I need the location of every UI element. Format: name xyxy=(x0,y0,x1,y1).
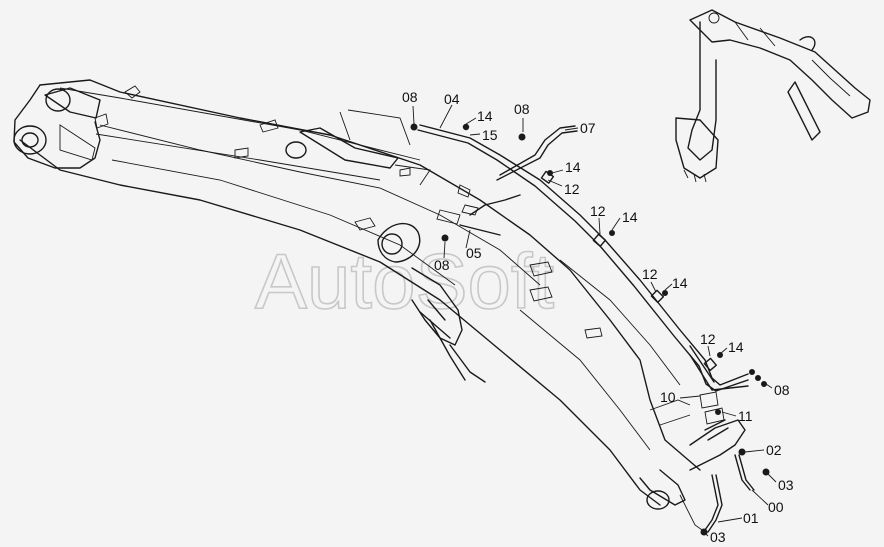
callout-12-b: 12 xyxy=(590,203,606,219)
callout-labels: 08 04 14 15 08 07 14 12 12 14 05 08 12 1… xyxy=(402,89,794,545)
boom-tip xyxy=(639,391,755,533)
callout-08-c: 08 xyxy=(434,257,450,273)
callout-15: 15 xyxy=(482,127,498,143)
callout-12-c: 12 xyxy=(642,266,658,282)
callout-14-b: 14 xyxy=(565,159,581,175)
fittings xyxy=(410,123,770,536)
callout-04: 04 xyxy=(444,91,460,107)
callout-03-b: 03 xyxy=(710,529,726,545)
callout-05: 05 xyxy=(466,245,482,261)
callout-12-a: 12 xyxy=(564,181,580,197)
hose-clamps xyxy=(540,170,717,372)
callout-07: 07 xyxy=(580,120,596,136)
callout-14-a: 14 xyxy=(477,108,493,124)
callout-14-c: 14 xyxy=(622,209,638,225)
callout-01: 01 xyxy=(743,510,759,526)
leader-lines xyxy=(412,104,777,537)
callout-03-a: 03 xyxy=(778,477,794,493)
callout-08-a: 08 xyxy=(402,89,418,105)
excavator-inset xyxy=(675,9,871,183)
callout-08-b: 08 xyxy=(514,101,530,117)
callout-08-d: 08 xyxy=(774,382,790,398)
callout-02: 02 xyxy=(766,442,782,458)
callout-10: 10 xyxy=(660,389,676,405)
boom-brackets xyxy=(94,85,603,339)
boom-foot-pin xyxy=(13,84,101,169)
hose-lines xyxy=(417,124,749,392)
callout-12-d: 12 xyxy=(700,331,716,347)
callout-11: 11 xyxy=(738,408,753,424)
boom-body xyxy=(19,79,701,506)
callout-14-e: 14 xyxy=(728,339,744,355)
boom-cylinder xyxy=(377,222,486,383)
watermark-text: AutoSoft xyxy=(255,237,555,325)
callout-00: 00 xyxy=(768,499,784,515)
callout-14-d: 14 xyxy=(672,275,688,291)
